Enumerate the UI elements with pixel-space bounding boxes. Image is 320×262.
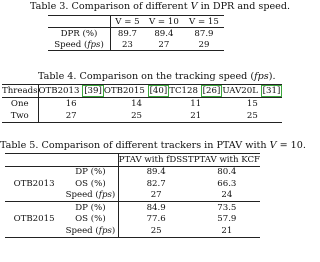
table3-cell: 89.7 [117, 28, 137, 39]
table5-row: OTB2015 DP (%) 84.9 73.5 [5, 201, 260, 224]
table4-cell: 16 [65, 99, 77, 109]
table5-cell: 25 [150, 225, 162, 236]
document-page: Table 3. Comparison of different V in DP… [0, 1, 306, 238]
table5-cell: 84.9 [146, 202, 166, 213]
table4-cell: 25 [246, 111, 258, 121]
table4-cell: 25 [131, 111, 142, 121]
table5-row: Speed (fps) 27 24 [5, 189, 260, 202]
table3-row-label: DPR (%) [48, 27, 111, 39]
table5-cell: 66.3 [217, 178, 237, 189]
table4-row: One 16 14 11 15 [2, 97, 282, 110]
table4-row: Two 27 25 21 25 [2, 110, 283, 123]
table4-header-row: Threads OTB2013 [39] OTB2015 [40] TC128 … [2, 84, 283, 98]
table3: V = 5 V = 10 V = 15 DPR (%) 89.7 89.4 87… [48, 15, 224, 51]
table3-row: Speed (fps) 23 27 29 [48, 39, 224, 51]
citation-link[interactable]: [40] [147, 85, 170, 97]
table3-cell: 89.4 [154, 28, 174, 39]
table5-cell: 21 [221, 225, 233, 236]
table5-cell: 82.7 [146, 178, 166, 189]
table5-cell: 77.6 [146, 214, 166, 225]
table5-metric: DP (%) [63, 201, 119, 214]
table3-cell: 23 [121, 39, 133, 50]
table4-cell: 21 [190, 111, 202, 121]
table5-cell: 24 [221, 190, 233, 201]
table5-metric: OS (%) [63, 178, 119, 190]
table5-header-empty [63, 153, 119, 166]
table5-metric: Speed (fps) [63, 225, 119, 237]
table4: Threads OTB2013 [39] OTB2015 [40] TC128 … [2, 84, 283, 123]
table4-caption: Table 4. Comparison on the tracking spee… [38, 71, 276, 82]
citation-link[interactable]: [31] [260, 85, 283, 97]
citation-link[interactable]: [39] [82, 85, 104, 97]
table4-header-tc128: TC128 [26] [169, 85, 223, 97]
table5: PTAV with fDSST PTAV with KCF OTB2013 DP… [5, 153, 260, 238]
table5-cell: 73.5 [217, 202, 237, 213]
table4-header-threads: Threads [2, 84, 39, 98]
table4-cell: 14 [131, 99, 142, 109]
table3-header-cell: V = 15 [189, 16, 219, 27]
table3-cell: 29 [198, 39, 210, 50]
table5-metric: OS (%) [63, 213, 119, 225]
table3-header-row: V = 5 V = 10 V = 15 [48, 15, 224, 28]
table5-header-cell: PTAV with KCF [193, 154, 260, 165]
table4-row-label: Two [2, 110, 39, 123]
table5-metric: Speed (fps) [63, 189, 119, 202]
table5-cell: 89.4 [146, 167, 166, 178]
table3-caption: Table 3. Comparison of different V in DP… [30, 1, 291, 12]
table5-row: OS (%) 77.6 57.9 [5, 213, 260, 225]
table5-row: OTB2013 DP (%) 89.4 80.4 [5, 166, 260, 189]
table3-header-corner [48, 15, 111, 28]
table4-row-label: One [2, 97, 39, 110]
table3-header-cell: V = 5 [115, 16, 140, 27]
table5-cell: 27 [150, 190, 162, 201]
table3-row: DPR (%) 89.7 89.4 87.9 [48, 27, 224, 39]
table5-row: Speed (fps) 25 21 [5, 225, 260, 237]
table3-cell: 27 [158, 39, 170, 50]
table3-row-label: Speed (fps) [48, 39, 111, 51]
table5-header-empty [5, 154, 63, 167]
table4-header-otb2015: OTB2015 [40] [103, 85, 170, 97]
table4-cell: 27 [65, 111, 77, 121]
table5-row: OS (%) 82.7 66.3 [5, 178, 260, 190]
table4-header-otb2013: OTB2013 [39] [38, 85, 104, 97]
table5-group-label: OTB2015 [13, 214, 55, 225]
citation-link[interactable]: [26] [200, 85, 223, 97]
table5-group-label: OTB2013 [13, 178, 55, 189]
table5-cell: 57.9 [217, 214, 237, 225]
table5-cell: 80.4 [217, 167, 237, 178]
table5-metric: DP (%) [63, 166, 119, 178]
table4-header-uav20l: UAV20L [31] [222, 85, 283, 97]
table3-header-cell: V = 10 [148, 16, 179, 27]
table3-cell: 87.9 [194, 28, 214, 39]
table4-cell: 15 [246, 99, 258, 109]
table5-caption: Table 5. Comparison of different tracker… [0, 140, 306, 151]
table4-cell: 11 [190, 99, 202, 109]
table5-header-cell: PTAV with fDSST [118, 154, 194, 165]
table5-header-row: PTAV with fDSST PTAV with KCF [5, 153, 260, 167]
